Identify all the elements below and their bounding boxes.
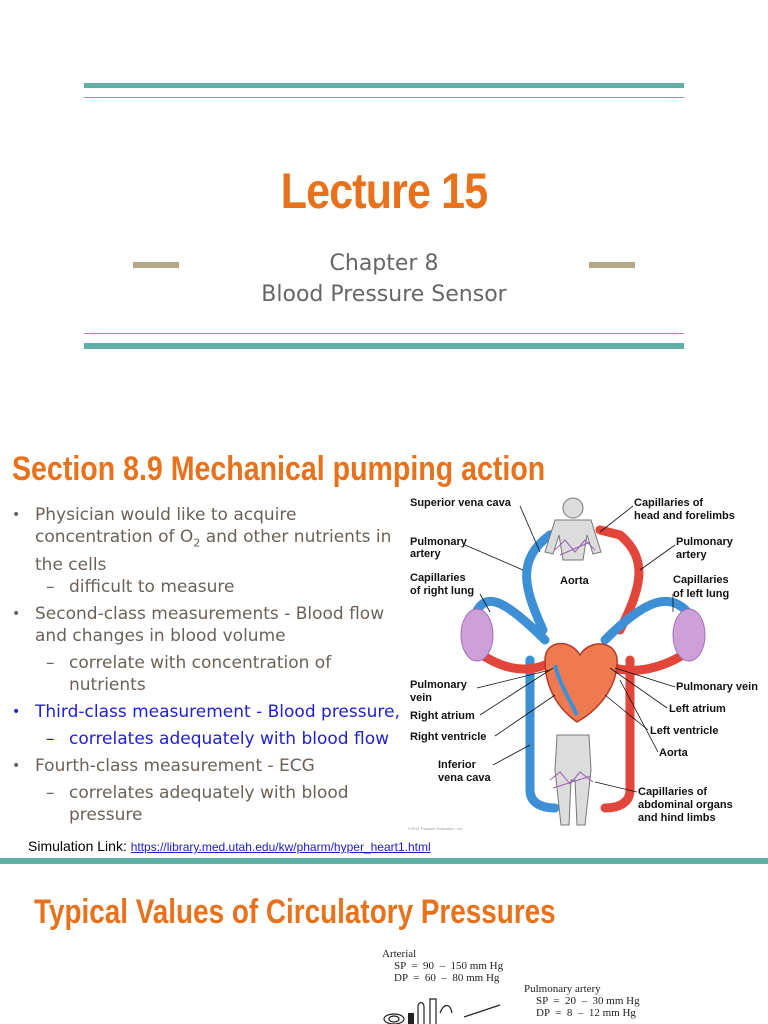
label-cap-abd-1: Capillaries of (638, 786, 707, 798)
label-cap-left-lung-2: of left lung (673, 588, 729, 600)
label-left-ventricle: Left ventricle (650, 725, 718, 737)
label-aorta-top: Aorta (560, 575, 590, 587)
label-cap-head-1: Capillaries of (634, 497, 703, 509)
pressures-title: Typical Values of Circulatory Pressures (34, 893, 556, 931)
o2-subscript: 2 (193, 536, 201, 550)
bottom-rule-thick (84, 343, 684, 349)
label-pulm-vein-left-1: Pulmonary (410, 679, 468, 691)
label-inf-vena-cava-1: Inferior (438, 759, 477, 771)
circulatory-diagram: Superior vena cava Capillaries of head a… (405, 490, 768, 835)
subtitle-chapter: Chapter 8 (329, 251, 439, 276)
label-right-atrium: Right atrium (410, 710, 475, 722)
label-cap-left-lung-1: Capillaries (673, 574, 729, 586)
simulation-link[interactable]: https://library.med.utah.edu/kw/pharm/hy… (130, 840, 431, 854)
lecture-subtitle: Chapter 8 Blood Pressure Sensor (0, 248, 768, 310)
bullet-third-class: Third-class measurement - Blood pressure… (12, 701, 412, 723)
bullet-list: Physician would like to acquire concentr… (12, 504, 412, 831)
head-capillaries (554, 539, 596, 556)
subbullet-correlate-nutrients: correlate with concentration of nutrient… (12, 652, 412, 696)
bottom-rule-thin (84, 333, 684, 334)
label-pulm-artery-left-2: artery (410, 548, 441, 560)
top-rule-thick (84, 83, 684, 88)
pulmonary-artery-dp: DP = 8 – 12 mm Hg (536, 1007, 636, 1019)
label-superior-vena-cava: Superior vena cava (410, 497, 512, 509)
arterial-label: Arterial (382, 948, 417, 960)
subbullet-difficult: difficult to measure (12, 576, 412, 598)
simulation-link-label: Simulation Link: (28, 838, 131, 854)
pulmonary-artery-sp: SP = 20 – 30 mm Hg (536, 995, 640, 1007)
subbullet-correlates-pressure: correlates adequately with blood pressur… (12, 782, 412, 826)
label-left-atrium: Left atrium (669, 703, 726, 715)
lung-left-vessel-blue (470, 596, 550, 645)
label-cap-right-lung-2: of right lung (410, 585, 474, 597)
label-pulm-artery-right-1: Pulmonary (676, 536, 734, 548)
lung-right-vessel-red (600, 596, 695, 645)
arterial-dp: DP = 60 – 80 mm Hg (394, 972, 500, 984)
label-pulm-artery-right-2: artery (676, 549, 707, 561)
arterial-sp: SP = 90 – 150 mm Hg (394, 960, 504, 972)
label-cap-head-2: head and forelimbs (634, 510, 735, 522)
label-pulm-artery-left-1: Pulmonary (410, 536, 468, 548)
label-pulm-vein-left-2: vein (410, 692, 432, 704)
blue-upper-loop (522, 525, 575, 635)
right-lung (460, 608, 494, 662)
label-right-ventricle: Right ventricle (410, 731, 486, 743)
bullet-physician: Physician would like to acquire concentr… (12, 504, 412, 576)
heart (544, 642, 618, 723)
simulation-link-line: Simulation Link: https://library.med.uta… (28, 838, 431, 854)
right-dash (589, 262, 635, 268)
label-cap-abd-3: and hind limbs (638, 812, 716, 824)
top-rule-thin (84, 97, 684, 98)
left-dash (133, 262, 179, 268)
blue-left-column (525, 655, 560, 813)
upper-body-figure (544, 497, 602, 561)
bullet-fourth-class: Fourth-class measurement - ECG (12, 755, 412, 777)
subbullet-correlates-flow: correlates adequately with blood flow (12, 728, 412, 750)
abdominal-capillaries (549, 771, 594, 789)
section-title: Section 8.9 Mechanical pumping action (12, 450, 546, 488)
copyright-note: ©2011 Pearson Education, Inc. (408, 826, 463, 831)
label-inf-vena-cava-2: vena cava (438, 772, 491, 784)
lecture-title: Lecture 15 (280, 163, 488, 219)
bullet-second-class: Second-class measurements - Blood flow a… (12, 603, 412, 647)
heart-sketch (383, 998, 501, 1024)
subtitle-topic: Blood Pressure Sensor (261, 282, 507, 307)
label-aorta-bottom: Aorta (659, 747, 689, 759)
label-pulm-vein-right: Pulmonary vein (676, 681, 758, 693)
pulmonary-artery-label: Pulmonary artery (524, 983, 601, 995)
slide-divider-bar (0, 858, 768, 864)
label-cap-right-lung-1: Capillaries (410, 572, 466, 584)
label-cap-abd-2: abdominal organs (638, 799, 733, 811)
left-lung (672, 608, 706, 662)
